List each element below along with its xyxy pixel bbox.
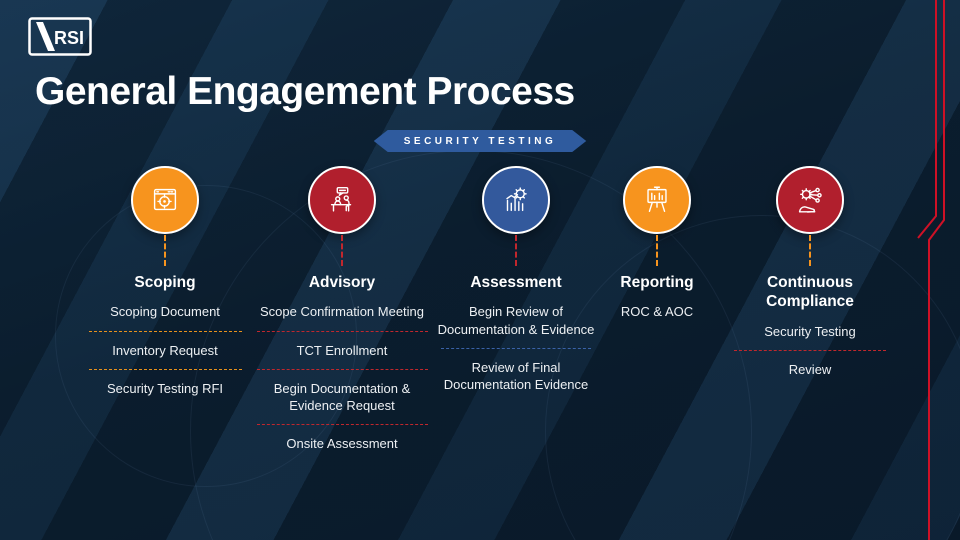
- list-item: TCT Enrollment: [296, 342, 388, 358]
- dashed-divider: [734, 349, 886, 351]
- column-title: Advisory: [308, 274, 376, 291]
- dashed-connector: [515, 235, 517, 266]
- chart-gear-icon: [506, 187, 527, 212]
- reporting-stage-circle: [623, 166, 691, 234]
- list-item: Onsite Assessment: [286, 436, 398, 451]
- list-item: Review: [788, 361, 832, 377]
- dashed-connector: [809, 235, 811, 266]
- dashed-divider: [256, 330, 428, 332]
- background-ring: [55, 185, 357, 487]
- dashed-divider: [256, 424, 428, 425]
- page-title: General Engagement Process: [35, 70, 575, 113]
- scoping-stage-circle: [131, 166, 199, 234]
- column-title: Scoping: [134, 274, 196, 291]
- column-title: Continuous Compliance: [766, 274, 854, 311]
- security-testing-banner: SECURITY TESTING: [374, 130, 587, 152]
- process-column-continuous-compliance: Continuous Compliance Security Testing R…: [726, 166, 894, 388]
- process-column-reporting: Reporting ROC & AOC: [584, 166, 730, 331]
- hand-gear-network-icon: [798, 187, 822, 213]
- meeting-discussion-icon: [330, 187, 352, 212]
- list-item: ROC & AOC: [620, 304, 694, 320]
- rsi-logo: RSI: [28, 17, 92, 56]
- list-item: Review of Final Documentation Evidence: [443, 359, 589, 392]
- assessment-stage-circle: [482, 166, 550, 234]
- dashed-divider: [88, 368, 242, 370]
- banner-label: SECURITY TESTING: [403, 135, 557, 147]
- list-item: Security Testing: [764, 323, 856, 339]
- dashed-divider: [441, 347, 591, 349]
- list-item: Begin Review of Documentation & Evidence: [437, 304, 595, 337]
- process-column-scoping: Scoping Scoping Document Inventory Reque…: [80, 166, 250, 407]
- list-item: Begin Documentation & Evidence Request: [273, 380, 411, 413]
- column-title: Reporting: [620, 274, 694, 291]
- continuous-compliance-stage-circle: [776, 166, 844, 234]
- list-item: Security Testing RFI: [106, 380, 224, 396]
- list-item: Scoping Document: [110, 304, 220, 320]
- advisory-stage-circle: [308, 166, 376, 234]
- column-title: Assessment: [470, 274, 562, 291]
- dashed-connector: [341, 235, 343, 266]
- list-item: Scope Confirmation Meeting: [259, 304, 425, 320]
- process-column-assessment: Assessment Begin Review of Documentation…: [433, 166, 599, 403]
- presentation-chart-icon: [647, 186, 667, 213]
- dashed-connector: [164, 235, 166, 266]
- logo-slash: [36, 22, 55, 51]
- dashed-connector: [656, 235, 658, 266]
- dashed-divider: [88, 330, 242, 332]
- logo-text: RSI: [54, 28, 84, 48]
- process-column-advisory: Advisory Scope Confirmation Meeting TCT …: [247, 166, 437, 462]
- list-item: Inventory Request: [112, 342, 218, 358]
- red-circuit-line-decoration: [917, 0, 945, 540]
- dashed-divider: [256, 368, 428, 370]
- browser-target-icon: [153, 188, 177, 211]
